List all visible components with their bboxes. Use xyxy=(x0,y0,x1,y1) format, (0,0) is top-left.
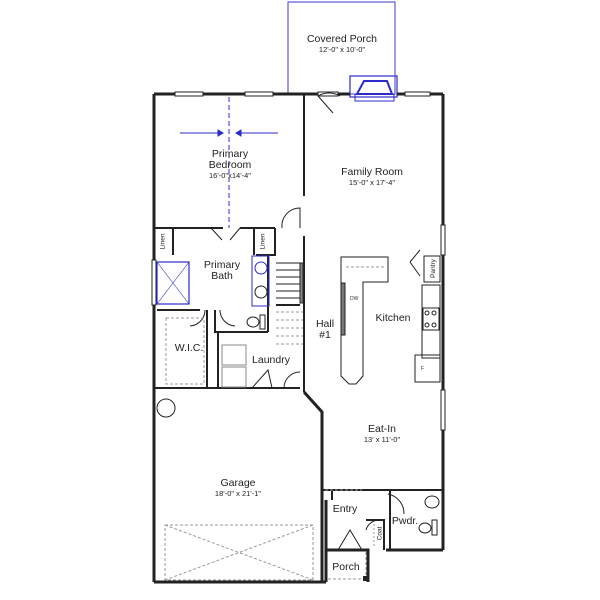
room-label-primary-bedroom: Primary Bedroom 16'-0"x14'-4" xyxy=(208,148,252,181)
toilet-icon xyxy=(246,314,266,330)
wic-shelving xyxy=(165,317,205,385)
room-name: W.I.C. xyxy=(174,342,204,354)
shower-icon xyxy=(156,261,190,305)
windows xyxy=(151,91,446,431)
water-heater-icon xyxy=(156,398,176,418)
room-name: Covered Porch xyxy=(306,33,378,45)
room-label-primary-bath: Primary Bath xyxy=(203,259,241,283)
room-name: Laundry xyxy=(252,354,290,366)
powder-fixtures xyxy=(418,495,440,536)
closet-label-coat: Coat xyxy=(376,526,384,541)
room-label-covered-porch: Covered Porch 12'-0" x 10'-0" xyxy=(306,33,378,55)
room-name-line1: Primary xyxy=(203,259,241,271)
dishwasher-label: DW xyxy=(350,296,359,302)
front-porch-outline xyxy=(328,552,367,580)
room-name: Garage xyxy=(220,477,256,489)
room-dimensions: 15'-0" x 17'-4" xyxy=(348,178,396,188)
stairs-below xyxy=(276,311,303,345)
doors xyxy=(189,92,421,551)
room-label-porch: Porch xyxy=(332,561,360,573)
room-label-garage: Garage 18'-0" x 21'-1" xyxy=(214,477,262,499)
room-name: Kitchen xyxy=(375,312,411,324)
fridge-label: F xyxy=(421,366,425,372)
porch-post xyxy=(363,576,368,581)
interior-walls xyxy=(154,94,443,550)
garage-door xyxy=(164,524,314,581)
room-label-laundry: Laundry xyxy=(252,354,290,366)
room-name-line2: Bath xyxy=(211,270,233,283)
closet-label-linen-right: Linen xyxy=(259,233,267,250)
room-label-eat-in: Eat-In 13' x 11'-0" xyxy=(363,423,401,445)
room-name: Entry xyxy=(332,503,358,515)
room-name: Pwdr. xyxy=(391,515,419,527)
room-name-line2: Bedroom xyxy=(208,159,252,172)
room-name: Family Room xyxy=(341,166,403,178)
room-dimensions: 18'-0" x 21'-1" xyxy=(214,489,262,499)
room-label-powder: Pwdr. xyxy=(391,515,419,527)
room-name: Eat-In xyxy=(367,423,396,435)
room-label-wic: W.I.C. xyxy=(174,342,204,354)
ceiling-indicator xyxy=(180,97,278,228)
room-label-kitchen: Kitchen xyxy=(375,312,411,324)
room-dimensions: 16'-0"x14'-4" xyxy=(209,171,251,181)
closet-label-linen-left: Linen xyxy=(159,233,167,250)
kitchen-island xyxy=(340,256,389,385)
room-name-line1: Primary xyxy=(211,148,249,160)
fireplace-icon xyxy=(349,75,398,102)
washer-dryer xyxy=(221,344,247,388)
room-name-line2: #1 xyxy=(319,329,331,342)
room-name: Porch xyxy=(332,561,360,573)
closet-label-pantry: Pantry xyxy=(429,259,437,278)
room-dimensions: 13' x 11'-0" xyxy=(363,435,401,445)
room-name-line1: Hall xyxy=(315,318,335,330)
room-label-hall: Hall #1 xyxy=(315,318,335,342)
kitchen-counter xyxy=(414,255,441,383)
room-label-entry: Entry xyxy=(332,503,358,515)
vanity xyxy=(251,255,270,307)
room-label-family-room: Family Room 15'-0" x 17'-4" xyxy=(341,166,403,188)
room-dimensions: 12'-0" x 10'-0" xyxy=(318,45,366,55)
stairs xyxy=(276,262,304,304)
